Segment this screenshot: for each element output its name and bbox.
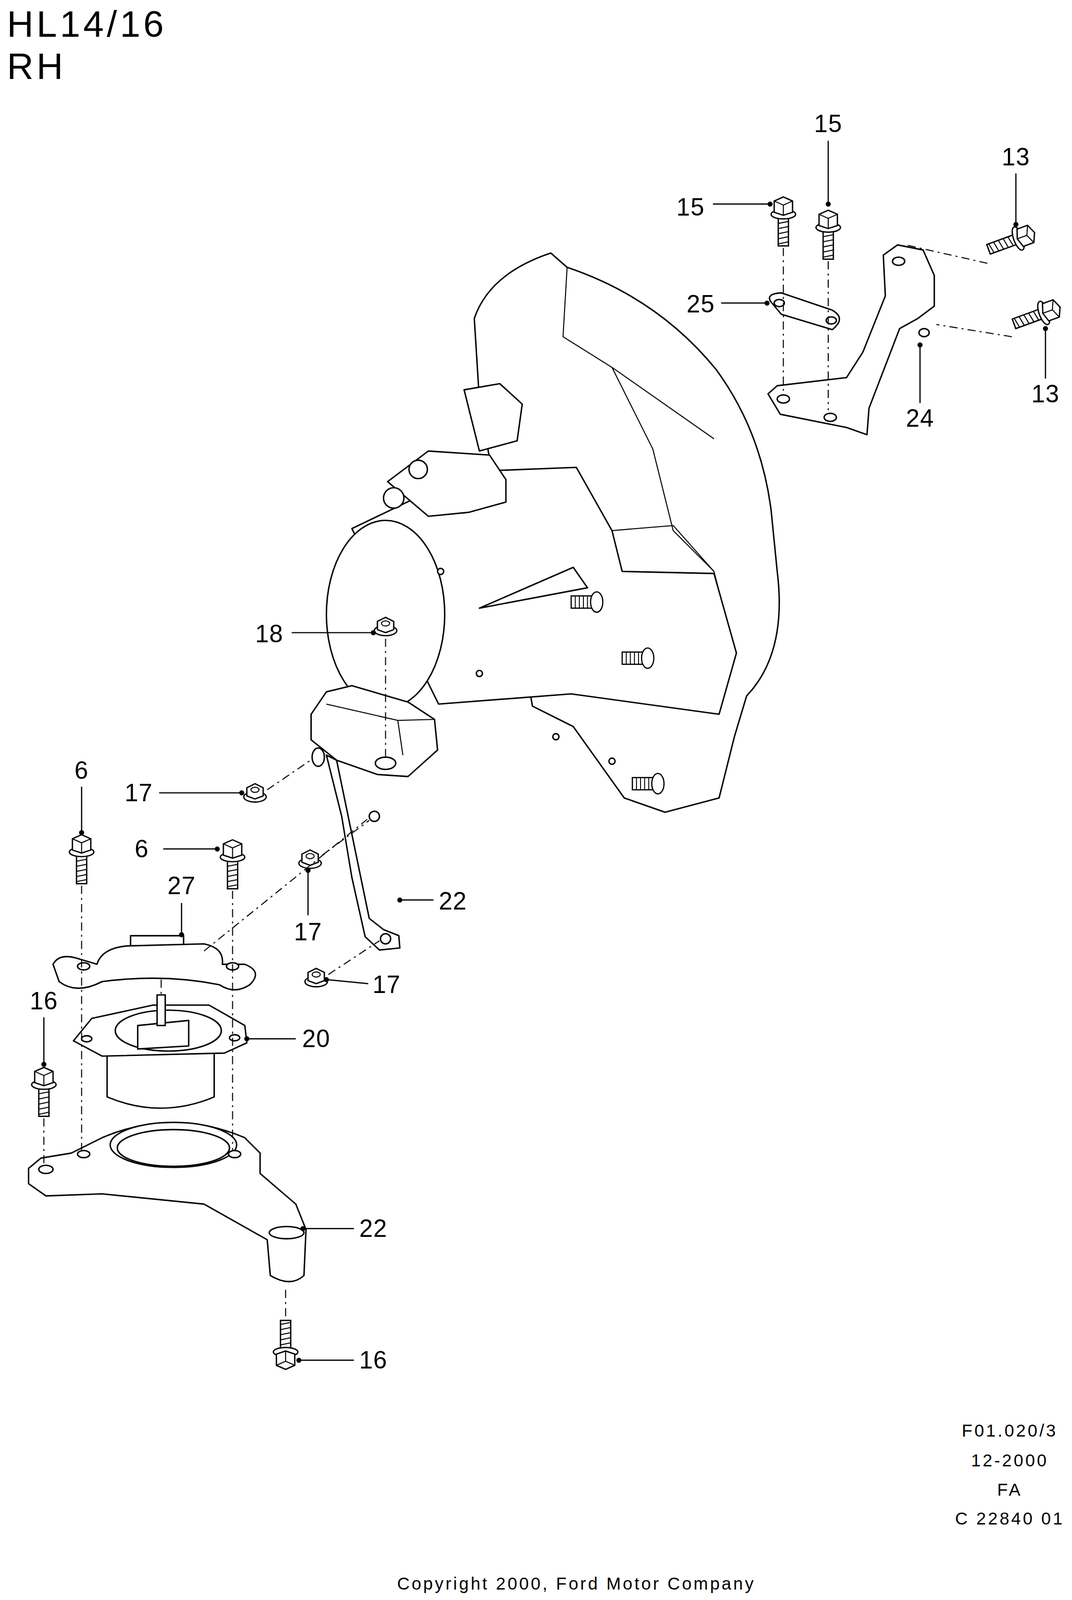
callout-number: 27: [165, 871, 198, 899]
callout-number: 15: [674, 193, 707, 221]
callout-number: 22: [357, 1214, 390, 1242]
callout-number: 6: [72, 756, 91, 784]
callout-number: 20: [299, 1024, 333, 1052]
callout-number: 24: [903, 404, 936, 432]
callout-number: 16: [357, 1346, 390, 1373]
callout-number: 13: [1000, 143, 1033, 171]
drawing-note: F01.020/3: [959, 1420, 1060, 1440]
callout-number: 15: [812, 109, 845, 137]
callout-number: 13: [1029, 380, 1062, 408]
drawing-note: Copyright 2000, Ford Motor Company: [395, 1573, 758, 1593]
callout-number: 25: [684, 290, 717, 318]
drawing-note: C 22840 01: [952, 1507, 1067, 1527]
callout-number: 18: [253, 620, 286, 647]
callout-number: 17: [122, 779, 155, 806]
callout-number: 16: [27, 987, 61, 1014]
callout-number: 17: [370, 970, 403, 998]
drawing-note: FA: [995, 1479, 1025, 1499]
drawing-note: 12-2000: [969, 1449, 1051, 1469]
page-title: HL14/16 RH: [6, 2, 167, 88]
callout-number: 17: [291, 917, 325, 945]
callout-number: 22: [436, 887, 470, 915]
callout-number: 6: [132, 835, 151, 862]
